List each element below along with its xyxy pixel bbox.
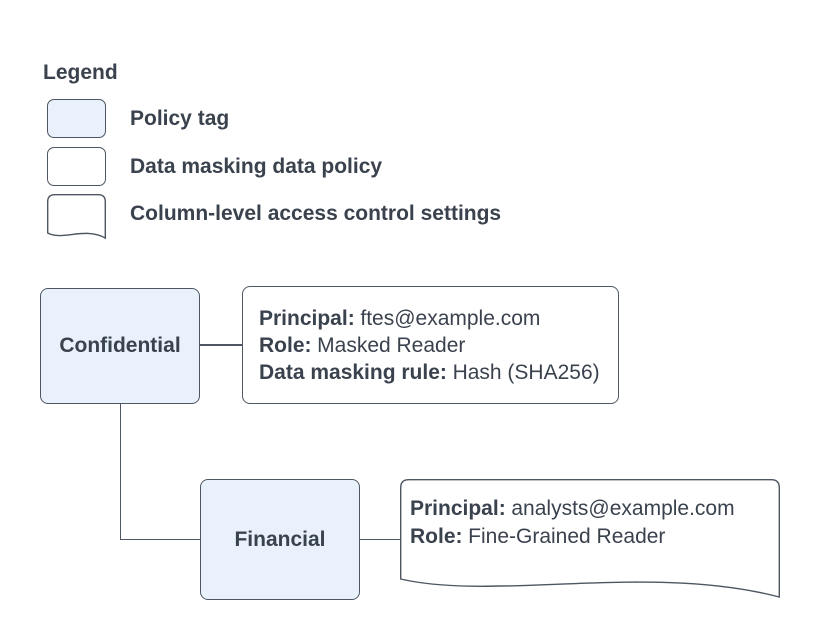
document-swatch <box>47 194 106 240</box>
field-label: Principal: <box>259 307 355 330</box>
policy-tag-swatch <box>47 99 106 138</box>
field-value: Masked Reader <box>317 334 466 357</box>
node-confidential: Confidential <box>40 288 200 404</box>
field-value: Fine-Grained Reader <box>468 525 666 548</box>
node-financial-label: Financial <box>234 527 326 551</box>
field-label: Data masking rule: <box>259 361 447 384</box>
legend-item-column-access: Column-level access control settings <box>130 202 502 225</box>
connector-confidential-financial-horizontal <box>119 538 201 541</box>
node-financial: Financial <box>200 479 360 600</box>
field-value: ftes@example.com <box>360 307 541 330</box>
policy-field-principal: Principal:ftes@example.com <box>259 305 602 332</box>
connector-financial-settings <box>360 538 400 541</box>
column-access-settings-text: Principal:analysts@example.com Role:Fine… <box>410 495 735 551</box>
legend-item-policy-tag: Policy tag <box>130 107 230 130</box>
data-masking-policy-box: Principal:ftes@example.com Role:Masked R… <box>242 286 619 404</box>
column-access-settings-shape <box>400 479 780 598</box>
policy-field-role: Role:Masked Reader <box>259 332 602 359</box>
field-value: analysts@example.com <box>511 497 735 520</box>
connector-confidential-policy <box>200 344 242 346</box>
policy-field-principal: Principal:analysts@example.com <box>410 495 735 523</box>
node-confidential-label: Confidential <box>59 334 181 357</box>
field-value: Hash (SHA256) <box>452 361 600 384</box>
policy-field-masking-rule: Data masking rule:Hash (SHA256) <box>259 359 602 386</box>
data-policy-swatch <box>47 147 106 186</box>
policy-field-role: Role:Fine-Grained Reader <box>410 523 735 551</box>
legend-item-data-policy: Data masking data policy <box>130 155 383 178</box>
legend-title: Legend <box>43 61 118 84</box>
field-label: Role: <box>410 525 463 548</box>
field-label: Principal: <box>410 497 506 520</box>
connector-confidential-financial-vertical <box>119 404 121 540</box>
field-label: Role: <box>259 334 312 357</box>
